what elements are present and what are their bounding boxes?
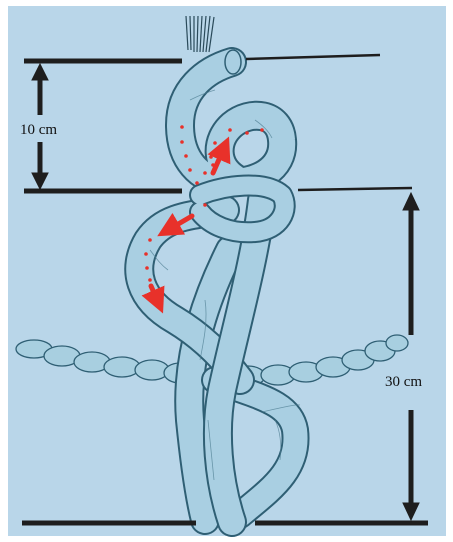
upper-segment-label: 10 cm — [18, 121, 59, 139]
lower-segment-label: 30 cm — [383, 373, 424, 391]
vessel-tuft — [186, 16, 214, 52]
bowel-loop — [139, 62, 295, 522]
bowel-stump — [225, 50, 241, 74]
